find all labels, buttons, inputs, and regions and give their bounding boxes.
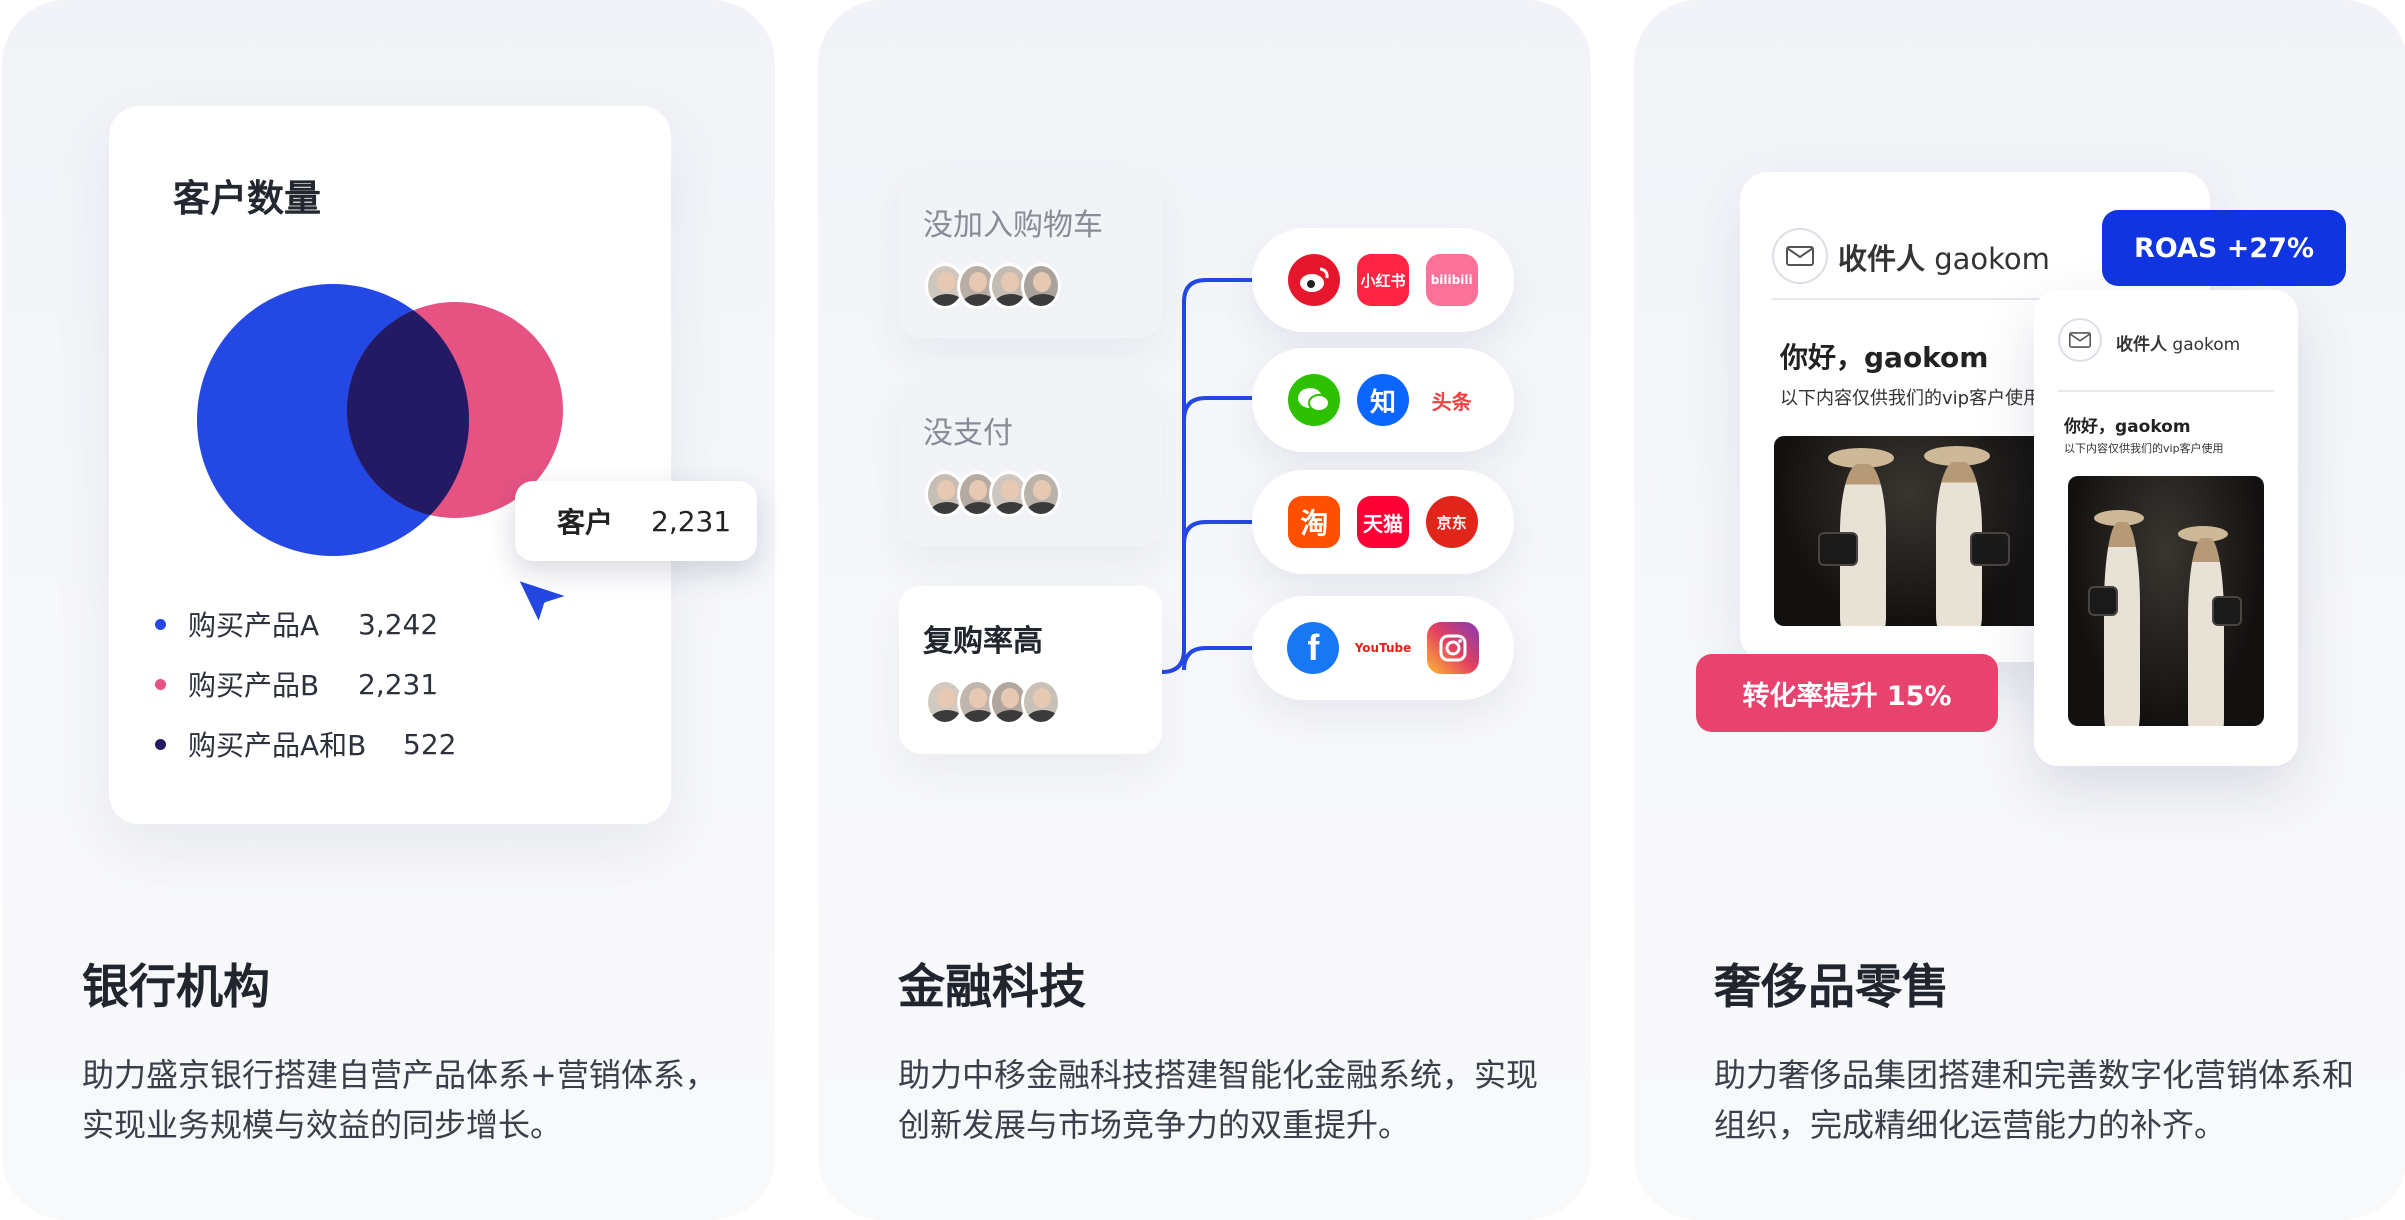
divider — [2058, 390, 2274, 392]
channel-group-ecommerce: 淘 天猫 京东 — [1252, 470, 1514, 574]
cursor-icon — [514, 576, 573, 628]
taobao-icon[interactable]: 淘 — [1288, 496, 1341, 548]
weibo-icon[interactable] — [1288, 254, 1341, 306]
zhihu-icon[interactable]: 知 — [1356, 374, 1409, 426]
segment-label: 没支付 — [923, 416, 1013, 451]
email-greeting: 你好，gaokom — [2064, 417, 2191, 437]
avatar-group — [925, 679, 1061, 725]
legend-item-a: 购买产品A 3,242 — [155, 604, 438, 644]
card-title: 银行机构 — [82, 960, 270, 1015]
conversion-badge: 转化率提升 15% — [1696, 654, 1998, 732]
figure-hat — [1828, 448, 1894, 468]
xiaohongshu-icon[interactable]: 小红书 — [1356, 254, 1409, 306]
model-figure — [2188, 538, 2224, 726]
segment-not-in-cart[interactable]: 没加入购物车 — [899, 170, 1162, 338]
avatar-group — [925, 263, 1061, 309]
legend-label: 购买产品A和B — [188, 729, 367, 762]
card-banking: 客户数量 客户 2,231 购买产品A 3,242 购买产品B 2,231 购买… — [2, 0, 775, 1220]
roas-badge: ROAS +27% — [2102, 210, 2346, 286]
card-description: 助力奢侈品集团搭建和完善数字化营销体系和组织，完成精细化运营能力的补齐。 — [1714, 1056, 2355, 1144]
instagram-icon[interactable] — [1426, 622, 1479, 674]
channel-group-global: f YouTube — [1252, 596, 1514, 700]
envelope-icon — [1772, 228, 1828, 284]
segment-label: 复购率高 — [923, 624, 1043, 659]
legend-item-b: 购买产品B 2,231 — [155, 664, 438, 704]
avatar — [1021, 679, 1061, 725]
card-luxury-retail: 收件人 gaokom 你好，gaokom 以下内容仅供我们的vip客户使用 收件… — [1634, 0, 2405, 1220]
channel-group-social: 小红书 bilibili — [1252, 228, 1514, 332]
avatar — [1021, 471, 1061, 517]
legend-label: 购买产品A — [188, 609, 320, 642]
legend-dot-b — [155, 678, 166, 690]
avatar — [1021, 263, 1061, 309]
toutiao-icon[interactable]: 头条 — [1425, 374, 1478, 426]
legend-item-ab: 购买产品A和B 522 — [155, 724, 456, 764]
customer-count-panel: 客户数量 客户 2,231 购买产品A 3,242 购买产品B 2,231 购买… — [109, 106, 757, 824]
figure-hat — [1924, 446, 1990, 466]
envelope-icon — [2058, 318, 2102, 362]
wechat-icon[interactable] — [1288, 374, 1341, 426]
figure-hat — [2094, 510, 2144, 526]
bilibili-icon[interactable]: bilibili — [1425, 254, 1478, 306]
venn-tooltip: 客户 2,231 — [515, 481, 757, 561]
segment-connector-lines — [1161, 278, 1252, 674]
segment-high-repurchase[interactable]: 复购率高 — [899, 586, 1162, 754]
legend-value: 522 — [403, 727, 457, 761]
avatar-group — [925, 471, 1061, 517]
legend-dot-ab — [155, 738, 166, 750]
email-greeting: 你好，gaokom — [1780, 341, 1989, 374]
panel-title: 客户数量 — [173, 177, 321, 220]
recipient-row: 收件人 gaokom — [2116, 330, 2240, 355]
venn-intersection — [347, 302, 469, 518]
product-photo — [1774, 436, 2044, 626]
model-figure — [2104, 522, 2140, 726]
recipient-name: gaokom — [1934, 242, 2050, 276]
card-description: 助力盛京银行搭建自营产品体系+营销体系，实现业务规模与效益的同步增长。 — [82, 1056, 717, 1144]
legend-dot-a — [155, 618, 166, 630]
handbag — [2088, 586, 2118, 616]
email-note: 以下内容仅供我们的vip客户使用 — [2064, 442, 2224, 455]
recipient-row: 收件人 gaokom — [1838, 236, 2050, 278]
youtube-icon[interactable]: YouTube — [1353, 622, 1412, 674]
handbag — [1970, 532, 2010, 566]
legend-label: 购买产品B — [188, 669, 320, 702]
email-note: 以下内容仅供我们的vip客户使用 — [1780, 388, 2040, 409]
product-photo — [2068, 476, 2264, 726]
email-preview-mobile: 收件人 gaokom 你好，gaokom 以下内容仅供我们的vip客户使用 — [2034, 290, 2298, 766]
card-description: 助力中移金融科技搭建智能化金融系统，实现创新发展与市场竞争力的双重提升。 — [898, 1056, 1539, 1144]
segment-label: 没加入购物车 — [923, 208, 1103, 243]
figure-hat — [2178, 526, 2228, 542]
handbag — [2212, 596, 2242, 626]
segment-not-paid[interactable]: 没支付 — [899, 378, 1162, 546]
handbag — [1818, 532, 1858, 566]
recipient-label: 收件人 — [2116, 335, 2167, 355]
jd-icon[interactable]: 京东 — [1425, 496, 1478, 548]
tooltip-label: 客户 — [557, 506, 614, 539]
divider — [1772, 298, 2172, 300]
recipient-name: gaokom — [2172, 335, 2241, 355]
recipient-label: 收件人 — [1838, 242, 1926, 276]
channel-group-content: 知 头条 — [1252, 348, 1514, 452]
tmall-icon[interactable]: 天猫 — [1356, 496, 1409, 548]
card-title: 奢侈品零售 — [1714, 960, 1949, 1015]
card-title: 金融科技 — [898, 960, 1086, 1015]
legend-value: 2,231 — [358, 667, 439, 701]
card-fintech: 没加入购物车 没支付 复购率高 小红书 bilibili — [818, 0, 1591, 1220]
tooltip-value: 2,231 — [651, 504, 732, 538]
avatar — [957, 471, 997, 517]
venn-diagram — [197, 284, 573, 628]
facebook-icon[interactable]: f — [1287, 622, 1340, 674]
legend-value: 3,242 — [358, 607, 439, 641]
